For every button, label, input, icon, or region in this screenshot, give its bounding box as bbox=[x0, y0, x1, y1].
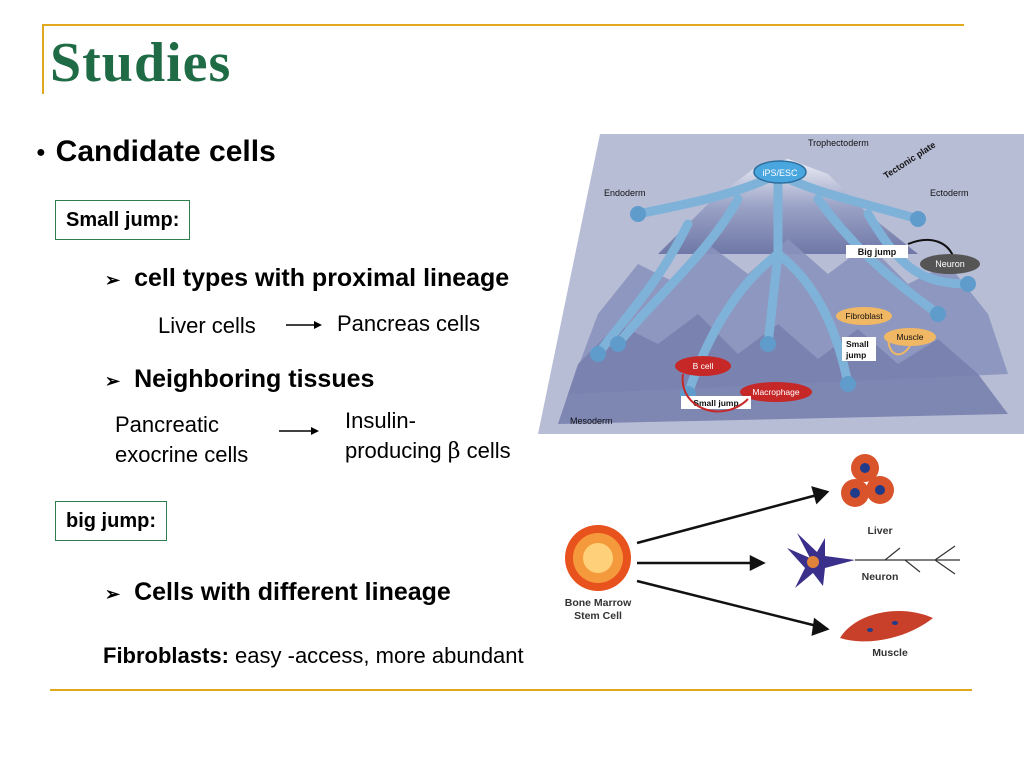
insulin-line-2: producing bbox=[345, 438, 442, 463]
neuron-label: Neuron bbox=[862, 571, 899, 583]
small-jump-right-line1: Small bbox=[846, 339, 869, 349]
slide-title: Studies bbox=[50, 32, 232, 94]
big-jump-arrow-icon bbox=[907, 238, 954, 257]
ectoderm-label: Ectoderm bbox=[930, 188, 969, 198]
neuron-node-label: Neuron bbox=[935, 259, 965, 269]
liver-to-pancreas-arrow-icon bbox=[286, 321, 322, 329]
insulin-producing-text: Insulin- producing β cells bbox=[345, 406, 545, 467]
b-cell-node bbox=[675, 356, 731, 376]
bone-marrow-stem-cell-icon bbox=[565, 525, 631, 591]
small-jump-right-arrow-icon bbox=[887, 331, 911, 356]
sub-bullet-different: ➢ Cells with different lineage bbox=[105, 577, 451, 609]
sub-bullet-proximal: ➢ cell types with proximal lineage bbox=[105, 263, 509, 295]
main-bullet: ● Candidate cells bbox=[36, 134, 276, 171]
b-cell-node-label: B cell bbox=[693, 361, 714, 371]
fibroblasts-label: Fibroblasts: bbox=[103, 643, 229, 668]
title-left-rule bbox=[42, 24, 44, 94]
muscle-node-label: Muscle bbox=[897, 332, 924, 342]
fibroblast-node-label: Fibroblast bbox=[845, 311, 883, 321]
small-jump-left-label: Small jump bbox=[693, 398, 738, 408]
arrow-bullet-icon: ➢ bbox=[105, 270, 121, 290]
cells-word: cells bbox=[466, 438, 511, 463]
big-jump-tag-label: Big jump bbox=[858, 247, 897, 257]
title-top-rule bbox=[42, 24, 964, 26]
beta-symbol: β bbox=[447, 439, 461, 464]
endoderm-label: Endoderm bbox=[604, 188, 646, 198]
sub-bullet-different-text: Cells with different lineage bbox=[134, 578, 451, 606]
arrow-bullet-icon: ➢ bbox=[105, 371, 121, 391]
ips-esc-label: iPS/ESC bbox=[762, 168, 798, 178]
small-jump-right-line2: jump bbox=[845, 350, 866, 360]
sub-bullet-neighboring: ➢ Neighboring tissues bbox=[105, 364, 374, 396]
big-jump-box: big jump: bbox=[55, 501, 167, 541]
small-jump-tag-right bbox=[842, 337, 876, 361]
liver-cells-icon bbox=[841, 454, 894, 507]
pancreatic-exocrine-text: Pancreatic exocrine cells bbox=[115, 412, 249, 467]
neuron-cell-icon bbox=[787, 533, 960, 588]
liver-cells-text: Liver cells bbox=[158, 313, 256, 338]
differentiation-arrows-icon bbox=[636, 486, 830, 636]
muscle-node bbox=[884, 328, 936, 346]
fibroblast-node bbox=[836, 307, 892, 325]
bottom-rule bbox=[50, 689, 972, 691]
landscape-figure: iPS/ESC Trophectoderm Tectonic plate End… bbox=[538, 134, 1024, 434]
arrow-bullet-icon: ➢ bbox=[105, 584, 121, 604]
small-jump-box: Small jump: bbox=[55, 200, 191, 240]
macrophage-node bbox=[740, 382, 812, 402]
fibroblasts-text: easy -access, more abundant bbox=[235, 643, 524, 668]
macrophage-node-label: Macrophage bbox=[752, 387, 800, 397]
sub-bullet-neighboring-text: Neighboring tissues bbox=[134, 365, 375, 393]
big-jump-tag bbox=[846, 245, 908, 258]
mesoderm-label: Mesoderm bbox=[570, 416, 613, 426]
small-jump-left-arrow-icon bbox=[681, 373, 749, 413]
stem-cell-diagram: Bone Marrow Stem Cell Liver Neuron Muscl… bbox=[565, 454, 960, 659]
stem-cell-label-1: Bone Marrow bbox=[565, 597, 632, 609]
neuron-node bbox=[920, 254, 980, 274]
ips-esc-node bbox=[753, 160, 807, 184]
liver-label: Liver bbox=[867, 525, 892, 537]
muscle-cell-icon bbox=[840, 610, 933, 642]
bullet-dot-icon: ● bbox=[36, 144, 46, 162]
main-bullet-text: Candidate cells bbox=[55, 135, 276, 168]
insulin-line-1: Insulin- bbox=[345, 408, 416, 433]
pancreas-cells-text: Pancreas cells bbox=[337, 311, 481, 336]
muscle-label: Muscle bbox=[872, 647, 908, 659]
foothills bbox=[558, 314, 1008, 424]
exocrine-to-beta-arrow-icon bbox=[279, 427, 319, 435]
fibroblasts-line: Fibroblasts: easy -access, more abundant bbox=[103, 641, 524, 671]
sub-bullet-proximal-text: cell types with proximal lineage bbox=[134, 264, 510, 292]
stem-cell-label-2: Stem Cell bbox=[574, 610, 622, 622]
trophectoderm-label: Trophectoderm bbox=[808, 138, 869, 148]
